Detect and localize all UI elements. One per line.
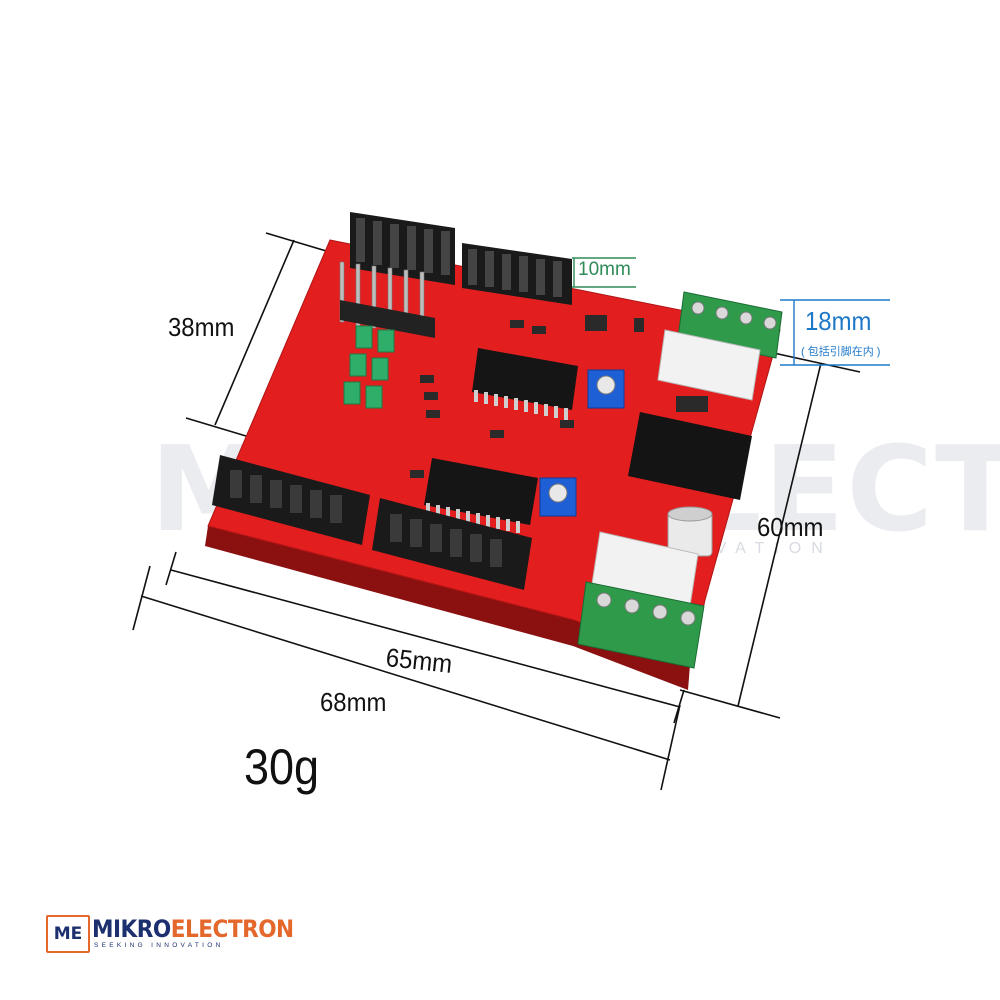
callout-10mm-lines <box>572 257 636 288</box>
terminal-height-callout: 10mm <box>578 259 631 280</box>
top-header-right <box>462 243 572 305</box>
connector-height-note: ( 包括引脚在内 ) <box>801 346 881 358</box>
height-dimension-label: 38mm <box>168 312 235 342</box>
connector-height-callout: 18mm <box>805 306 872 336</box>
slide-switch <box>676 396 708 412</box>
green-jumpers <box>343 325 395 409</box>
smd-components <box>410 315 644 478</box>
bottom-header-left <box>212 455 370 545</box>
white-connector-top <box>657 329 761 401</box>
dc-jack <box>628 412 752 500</box>
trimpot-lower <box>539 477 577 517</box>
brand-tagline: SEEKING INNOVATION <box>94 942 224 949</box>
ic-upper <box>472 348 578 420</box>
bottom-header-right <box>372 498 532 590</box>
dimension-lines <box>132 232 861 791</box>
terminal-block-bottom <box>577 581 705 669</box>
brand-mark-icon: ME <box>46 915 90 953</box>
pin-block <box>339 261 425 335</box>
weight-label: 30g <box>244 739 320 795</box>
callout-18mm-lines <box>780 299 890 366</box>
pcb-edge <box>205 526 690 690</box>
brand-name: MIKROELECTRON <box>92 915 294 943</box>
trimpot-upper <box>587 369 625 409</box>
ic-lower <box>424 458 538 533</box>
jumper-block <box>340 300 435 338</box>
outer-width-dimension-label: 68mm <box>320 687 387 717</box>
brand-name-part2: ELECTRON <box>170 915 294 943</box>
brand-name-part1: MIKRO <box>92 915 171 943</box>
capacitor <box>667 506 713 557</box>
depth-dimension-label: 60mm <box>757 512 824 542</box>
